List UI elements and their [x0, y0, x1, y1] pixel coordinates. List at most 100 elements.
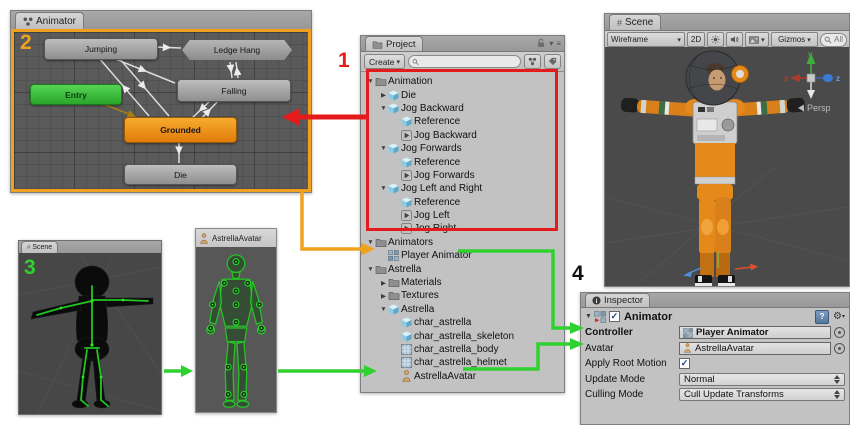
expander-icon[interactable]: ▼ — [367, 265, 374, 273]
create-button[interactable]: Create ▾ — [364, 54, 406, 69]
tree-item-label: Astrella — [401, 303, 435, 315]
tree-item-textures[interactable]: ▶ Textures — [361, 289, 564, 302]
project-search-input[interactable] — [421, 56, 517, 67]
expander-icon[interactable]: ▼ — [380, 185, 387, 193]
tree-item-animators[interactable]: ▼Animators — [361, 236, 564, 249]
tree-item-reference[interactable]: Reference — [361, 115, 564, 128]
svg-text:i: i — [596, 298, 598, 305]
animator-window: Animator — [10, 10, 312, 193]
apply-root-motion-checkbox[interactable]: ✓ — [679, 358, 690, 370]
tree-item-die[interactable]: ▶Die — [361, 88, 564, 101]
tree-item-label: Textures — [401, 290, 439, 302]
model-cube-icon — [401, 197, 412, 208]
scene-viewport[interactable]: x y z Persp — [605, 47, 849, 286]
shading-mode-label: Wireframe — [611, 35, 648, 44]
avatar-label: Avatar — [585, 342, 614, 354]
lighting-toggle-button[interactable] — [707, 32, 725, 47]
expander-icon[interactable]: ▶ — [381, 292, 386, 300]
tree-item-jog-forwards[interactable]: Jog Forwards — [361, 169, 564, 182]
tab-animator[interactable]: Animator — [15, 12, 85, 29]
astronaut-model: x y z Persp — [605, 50, 849, 286]
tree-item-char-astrella-skeleton[interactable]: char_astrella_skeleton — [361, 329, 564, 342]
state-ledge-hang[interactable]: Ledge Hang — [182, 40, 292, 60]
grid-icon: # — [27, 244, 31, 251]
object-picker-icon[interactable] — [834, 327, 845, 339]
tree-item-label: Jog Forwards — [414, 169, 475, 181]
expander-icon[interactable]: ▼ — [380, 104, 387, 112]
search-by-type-button[interactable] — [524, 54, 541, 69]
update-mode-dropdown[interactable]: Normal — [679, 372, 845, 386]
tree-item-jog-forwards[interactable]: ▼Jog Forwards — [361, 142, 564, 155]
axis-x-label: x — [784, 74, 789, 83]
svg-text:Persp: Persp — [807, 103, 831, 113]
tree-item-char-astrella-helmet[interactable]: char_astrella_helmet — [361, 356, 564, 369]
tag-icon — [548, 57, 557, 66]
tree-item-jog-backward[interactable]: Jog Backward — [361, 129, 564, 142]
search-by-label-button[interactable] — [544, 54, 561, 69]
gizmos-dropdown[interactable]: Gizmos ▾ — [770, 32, 819, 47]
tab-scene-preview[interactable]: # Scene — [21, 241, 59, 253]
help-icon[interactable]: ? — [815, 309, 830, 324]
culling-mode-dropdown[interactable]: Cull Update Transforms — [679, 388, 845, 402]
expander-icon[interactable]: ▶ — [381, 92, 386, 100]
avatar-icon — [402, 370, 411, 382]
animation-clip-icon — [401, 129, 412, 141]
object-picker-icon[interactable] — [834, 342, 845, 354]
model-cube-icon — [388, 143, 399, 154]
controller-object-field[interactable]: Player Animator — [679, 326, 831, 340]
tab-project[interactable]: Project — [365, 36, 423, 51]
model-cube-icon — [388, 90, 399, 101]
effects-dropdown-button[interactable]: ▾ — [745, 32, 769, 47]
state-entry[interactable]: Entry — [30, 84, 122, 105]
tree-item-jog-left[interactable]: Jog Left — [361, 209, 564, 222]
tree-item-reference[interactable]: Reference — [361, 155, 564, 168]
model-cube-icon — [388, 103, 399, 114]
scene-preview-tabstrip: # Scene — [19, 241, 161, 254]
tree-item-jog-backward[interactable]: ▼Jog Backward — [361, 102, 564, 115]
tree-item-animation[interactable]: ▼Animation — [361, 75, 564, 88]
tree-item-label: char_astrella_skeleton — [414, 330, 515, 342]
tab-inspector[interactable]: i Inspector — [585, 293, 651, 307]
scene-search[interactable]: All — [820, 32, 847, 47]
gear-icon[interactable]: ⚙▾ — [833, 311, 845, 322]
tree-item-astrellaavatar[interactable]: AstrellaAvatar — [361, 370, 564, 383]
panel-menu-lines-icon[interactable]: ≡ — [556, 38, 561, 48]
animator-tabstrip: Animator — [11, 11, 311, 30]
panel-menu-icon[interactable]: ▾ — [549, 38, 553, 48]
component-enabled-checkbox[interactable]: ✓ — [608, 311, 620, 322]
update-mode-label: Update Mode — [585, 373, 646, 385]
tree-item-jog-left-and-right[interactable]: ▼Jog Left and Right — [361, 182, 564, 195]
tree-item-char-astrella[interactable]: char_astrella — [361, 316, 564, 329]
project-search[interactable] — [408, 55, 521, 68]
expander-icon[interactable]: ▼ — [367, 78, 374, 86]
tree-item-player-animator[interactable]: Player Animator — [361, 249, 564, 262]
animator-graph[interactable]: Jumping Ledge Hang Falling Entry Grounde… — [11, 29, 311, 192]
annotation-step-4: 4 — [572, 262, 584, 285]
scene-preview-viewport[interactable] — [18, 252, 162, 415]
tree-item-label: Jog Left — [414, 210, 450, 222]
shading-mode-dropdown[interactable]: Wireframe ▾ — [607, 32, 685, 47]
state-jumping[interactable]: Jumping — [44, 38, 158, 60]
state-falling[interactable]: Falling — [177, 79, 291, 102]
foldout-icon[interactable]: ▼ — [585, 313, 592, 320]
tree-item-materials[interactable]: ▶Materials — [361, 276, 564, 289]
expander-icon[interactable]: ▼ — [380, 145, 387, 153]
avatar-preview-body[interactable] — [196, 247, 276, 412]
tree-item-astrella[interactable]: ▼Astrella — [361, 262, 564, 275]
expander-icon[interactable]: ▶ — [381, 279, 386, 287]
tab-scene[interactable]: # Scene — [609, 14, 662, 30]
expander-icon[interactable]: ▼ — [367, 238, 374, 246]
tree-item-char-astrella-body[interactable]: char_astrella_body — [361, 343, 564, 356]
audio-toggle-button[interactable] — [726, 32, 744, 47]
2d-toggle-button[interactable]: 2D — [686, 32, 706, 47]
folder-icon — [375, 265, 387, 274]
state-die[interactable]: Die — [124, 164, 237, 185]
tree-item-reference[interactable]: Reference — [361, 196, 564, 209]
state-grounded[interactable]: Grounded — [124, 117, 237, 143]
tree-item-astrella[interactable]: ▼ Astrella — [361, 303, 564, 316]
avatar-object-field[interactable]: AstrellaAvatar — [679, 341, 831, 355]
expander-icon[interactable]: ▼ — [380, 305, 387, 313]
lock-icon[interactable] — [537, 38, 545, 48]
avatar-icon — [684, 343, 691, 353]
